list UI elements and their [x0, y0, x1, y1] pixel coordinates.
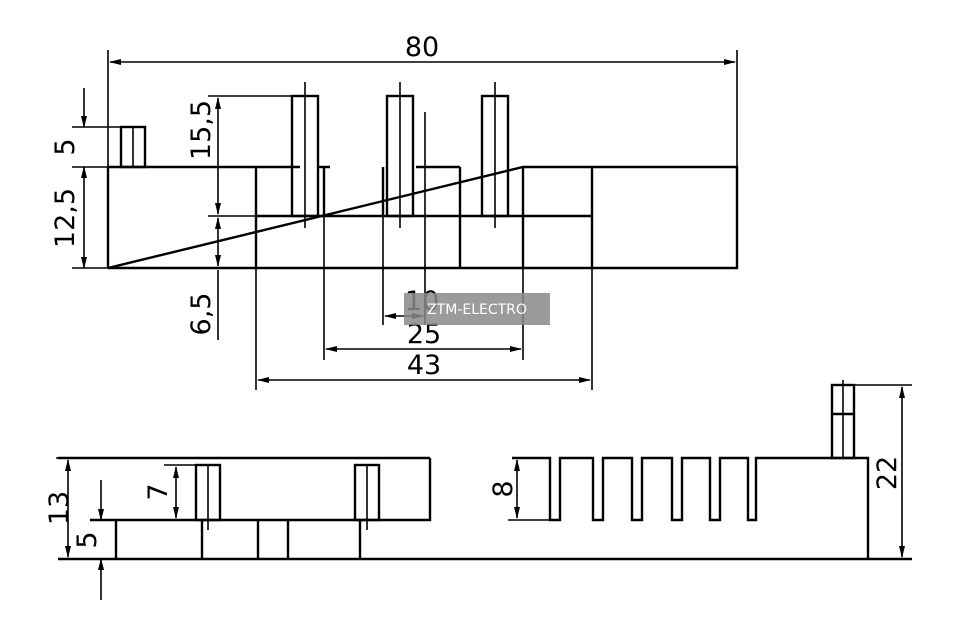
watermark-box	[404, 293, 550, 325]
dim-label-43: 43	[407, 350, 441, 381]
dim-label-65: 6,5	[186, 293, 217, 336]
dim-label-80: 80	[405, 32, 439, 63]
top-body-outline	[107, 165, 739, 270]
dim-label-8: 8	[488, 480, 519, 497]
top-inner-step	[254, 167, 594, 268]
watermark-text: ZTM-ELECTRO	[427, 302, 527, 318]
top-view: 80 5 12,5 15,5 6,5 10 25 43	[50, 32, 739, 390]
dim-label-155: 15,5	[186, 100, 217, 160]
dim-label-5-side: 5	[72, 531, 103, 548]
side-right-wall	[832, 456, 870, 559]
dim-label-22: 22	[872, 456, 903, 490]
side-fins	[512, 456, 832, 522]
dim-label-5-top: 5	[50, 138, 81, 155]
dim-label-125: 12,5	[50, 188, 81, 248]
top-pin-3	[480, 82, 510, 228]
top-pin-1	[290, 82, 326, 228]
dim-label-7: 7	[143, 483, 174, 500]
side-view: 13 5 7 8 22	[44, 380, 912, 600]
watermark: ZTM-ELECTRO	[404, 293, 550, 325]
top-pin-2	[381, 82, 415, 228]
dim-label-13: 13	[44, 491, 75, 525]
